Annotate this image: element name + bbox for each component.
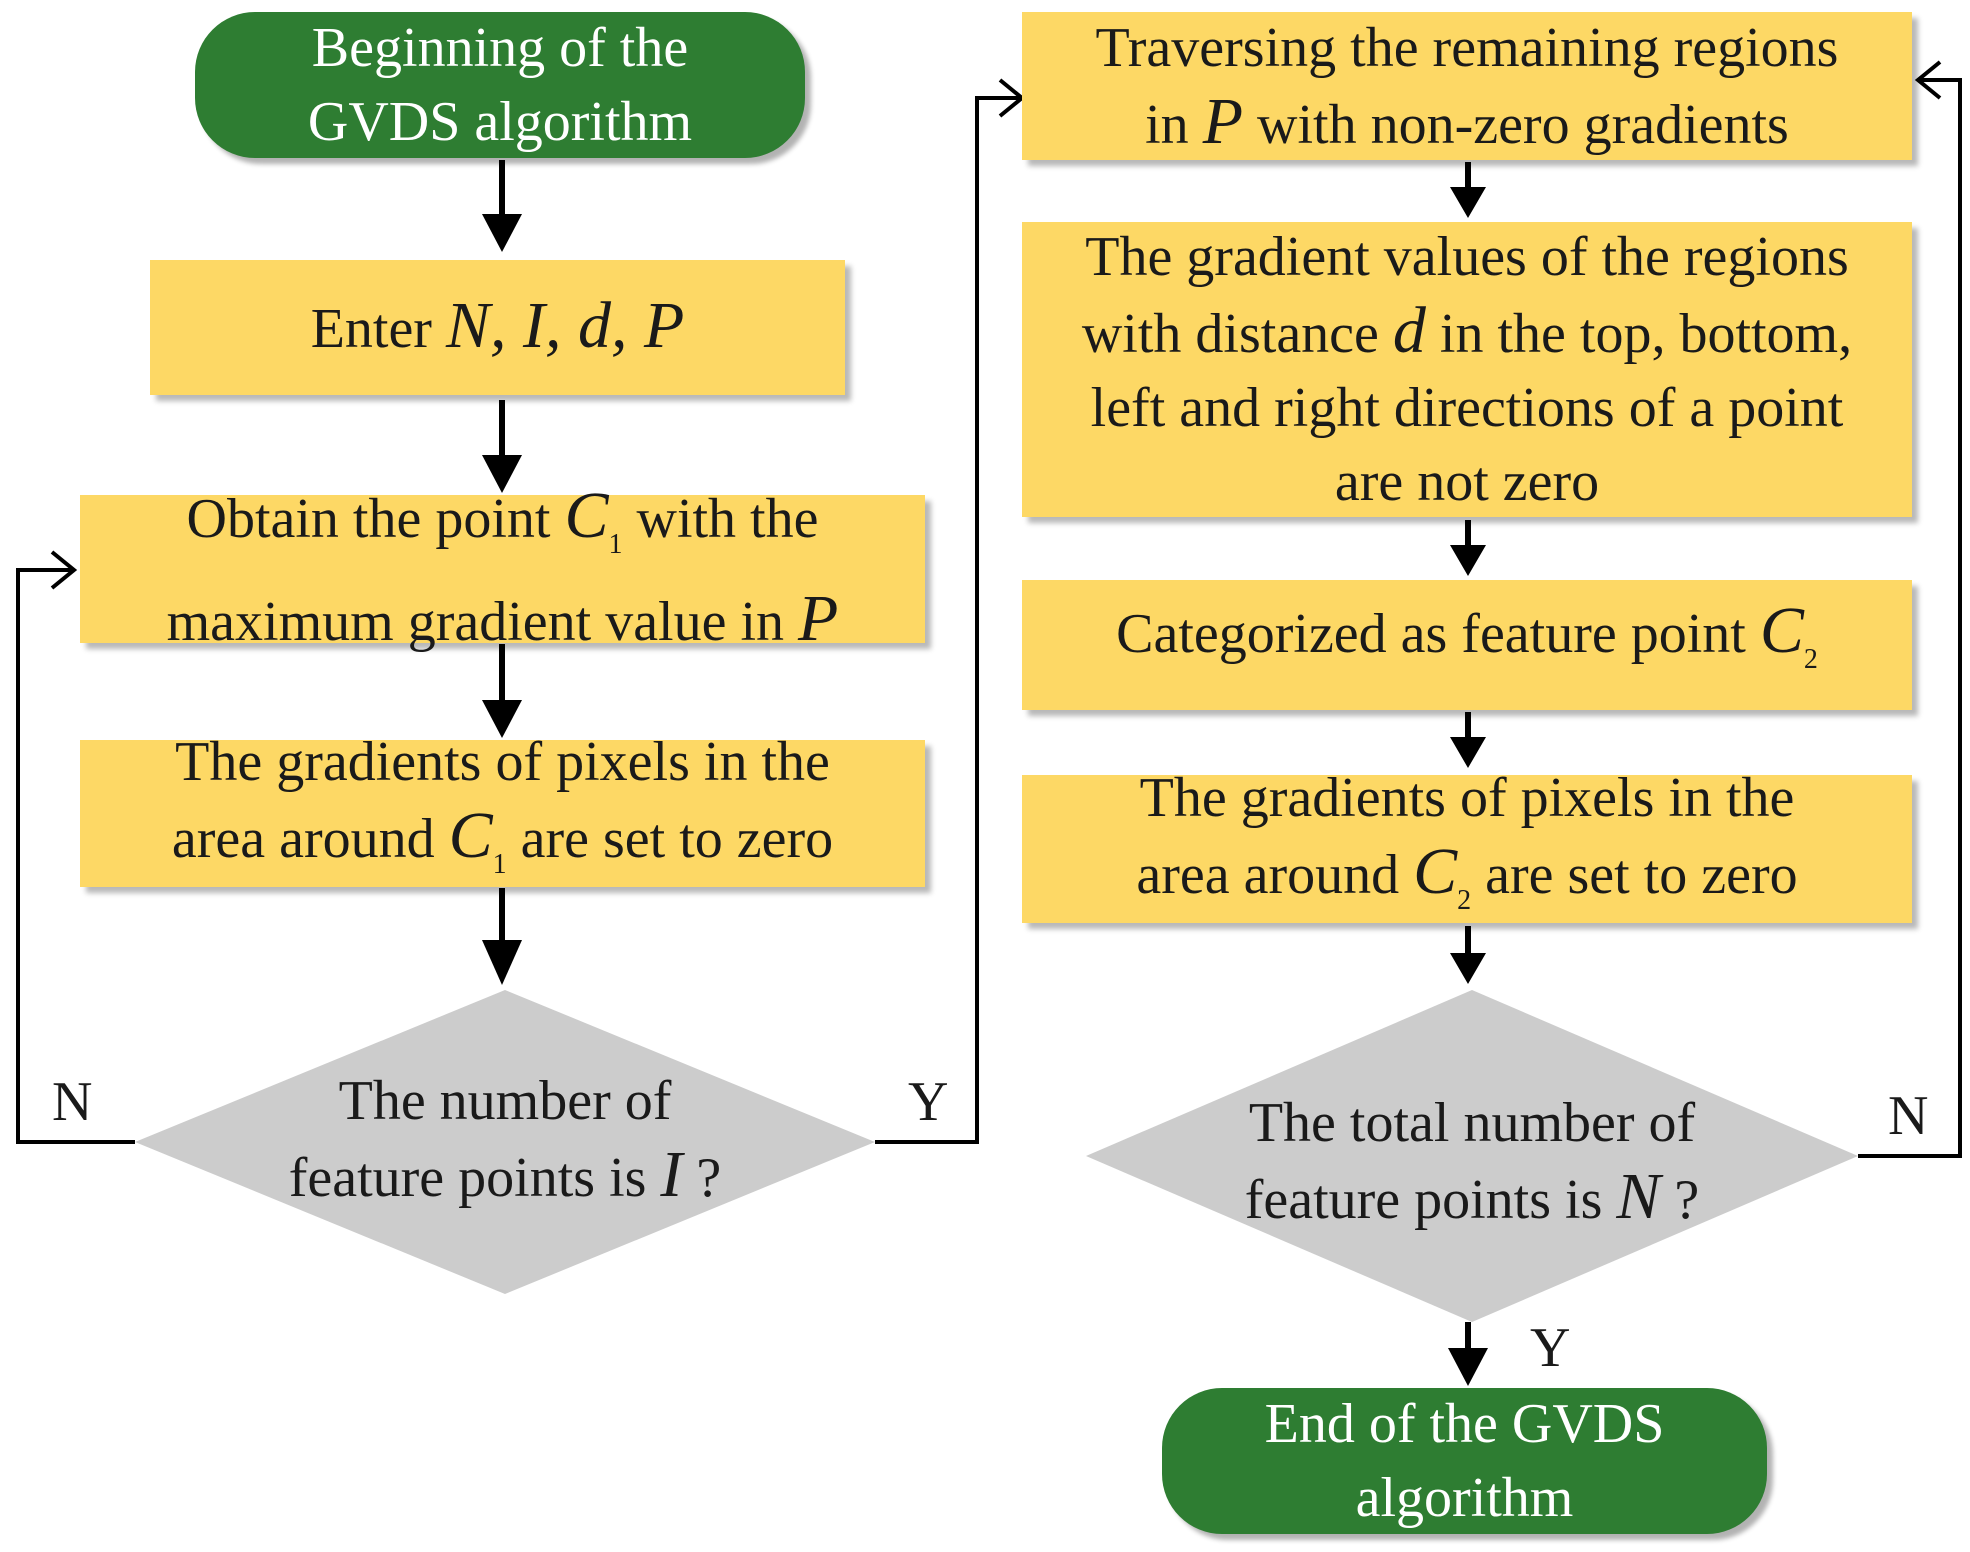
- symbol-subscript: 1: [608, 529, 623, 560]
- start-terminal: Beginning of the GVDS algorithm: [195, 12, 805, 158]
- symbol-d: d: [1392, 294, 1426, 367]
- decision-left-text-b: ?: [682, 1147, 722, 1209]
- symbol-c: C: [564, 479, 609, 552]
- symbol-i: I: [660, 1138, 683, 1211]
- enter-inputs-box: Enter N, I, d, P: [150, 260, 845, 395]
- categorize-text: Categorized as feature point: [1116, 602, 1760, 665]
- decision-diamond-left: [135, 990, 875, 1294]
- traverse-text-a: in: [1145, 93, 1203, 156]
- obtain-text-a: Obtain the point: [186, 488, 565, 550]
- decision-left-label: The number of feature points is I ?: [205, 1064, 805, 1215]
- decision-right-label: The total number of feature points is N …: [1142, 1086, 1802, 1237]
- symbol-p: P: [1202, 84, 1244, 158]
- end-label-line2: algorithm: [1355, 1467, 1574, 1529]
- categorize-feature-point-box: Categorized as feature point C2: [1022, 580, 1912, 710]
- end-label-line1: End of the GVDS: [1264, 1393, 1665, 1455]
- zero-gradients-c2-text-b: are set to zero: [1471, 843, 1798, 906]
- decision-right-text-a: feature points is: [1244, 1169, 1617, 1231]
- right-no-label: N: [1888, 1085, 1929, 1147]
- decision-diamond-right: [1086, 990, 1858, 1322]
- traverse-text-b: with non-zero gradients: [1243, 93, 1789, 156]
- zero-gradients-c2-box: The gradients of pixels in the area arou…: [1022, 767, 1912, 923]
- zero-gradients-c1-text-a: area around: [171, 808, 449, 870]
- symbol-subscript: 2: [1803, 643, 1818, 675]
- zero-gradients-c1-box: The gradients of pixels in the area arou…: [80, 731, 925, 887]
- obtain-text-line2: maximum gradient value in: [166, 591, 799, 653]
- enter-variables: N, I, d, P: [445, 289, 685, 362]
- start-label-line2: GVDS algorithm: [307, 91, 693, 153]
- left-no-label: N: [52, 1071, 93, 1133]
- right-yes-label: Y: [1530, 1317, 1571, 1379]
- zero-gradients-c2-line1: The gradients of pixels in the: [1139, 766, 1795, 829]
- nonzero-line1: The gradient values of the regions: [1085, 226, 1849, 288]
- enter-label: Enter: [310, 298, 446, 360]
- decision-right-text-b: ?: [1660, 1169, 1700, 1231]
- decision-right-line1: The total number of: [1248, 1092, 1696, 1154]
- symbol-subscript: 2: [1457, 884, 1472, 916]
- nonzero-text-a: with distance: [1081, 303, 1393, 365]
- symbol-c: C: [448, 799, 493, 872]
- symbol-p: P: [798, 582, 839, 655]
- obtain-text-b: with the: [622, 488, 819, 550]
- traverse-regions-box: Traversing the remaining regions in P wi…: [1022, 12, 1912, 160]
- traverse-line1: Traversing the remaining regions: [1095, 16, 1839, 79]
- symbol-n: N: [1616, 1160, 1661, 1233]
- obtain-max-point-box: Obtain the point C1 with the maximum gra…: [80, 479, 925, 655]
- end-terminal: End of the GVDS algorithm: [1162, 1388, 1767, 1534]
- nonzero-line4: are not zero: [1334, 451, 1600, 513]
- decision-left-line1: The number of: [338, 1070, 672, 1132]
- nonzero-line3: left and right directions of a point: [1090, 377, 1844, 439]
- symbol-c: C: [1759, 593, 1804, 667]
- nonzero-text-b: in the top, bottom,: [1425, 303, 1853, 365]
- start-label-line1: Beginning of the: [311, 17, 689, 79]
- zero-gradients-c2-text-a: area around: [1136, 843, 1414, 906]
- zero-gradients-c1-line1: The gradients of pixels in the: [175, 731, 830, 793]
- decision-left-text-a: feature points is: [288, 1147, 661, 1209]
- nonzero-neighbors-box: The gradient values of the regions with …: [1022, 222, 1912, 517]
- zero-gradients-c1-text-b: are set to zero: [506, 808, 834, 870]
- left-yes-label: Y: [908, 1071, 949, 1133]
- symbol-subscript: 1: [492, 849, 507, 880]
- symbol-c: C: [1413, 834, 1458, 908]
